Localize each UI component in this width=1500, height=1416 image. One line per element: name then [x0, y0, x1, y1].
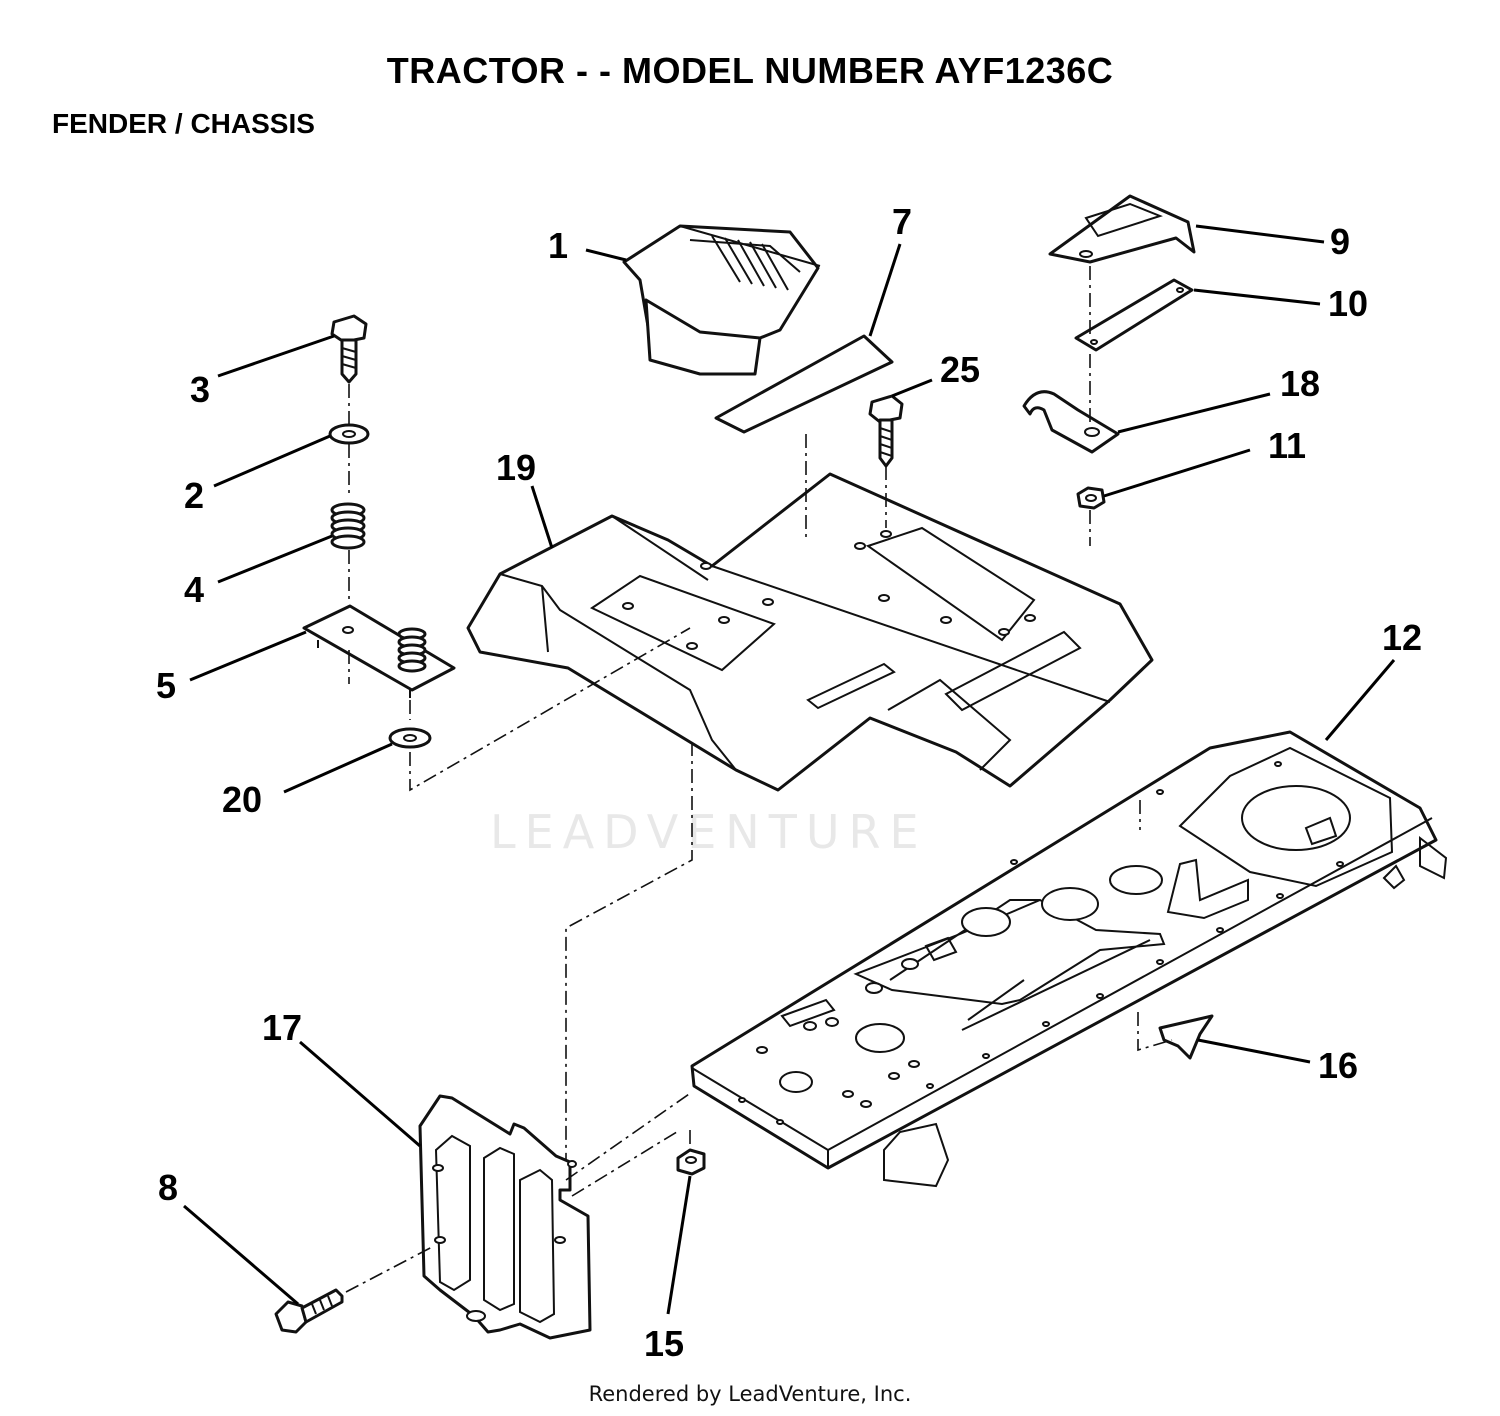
callout-25: 25	[940, 349, 981, 390]
part-8-bolt	[274, 1288, 344, 1334]
part-12-chassis-frame	[690, 730, 1448, 1188]
part-2-washer	[328, 423, 370, 445]
callout-5: 5	[156, 665, 177, 706]
part-7-decal	[714, 334, 894, 434]
callout-18: 18	[1280, 363, 1321, 404]
part-20-washer	[388, 727, 432, 749]
part-25-bolt	[868, 394, 904, 468]
callout-16: 16	[1318, 1045, 1359, 1086]
assembly-lines	[345, 266, 1173, 1293]
part-10-plate	[1074, 278, 1194, 352]
part-17-rear-plate	[418, 1094, 592, 1340]
callout-2: 2	[184, 475, 205, 516]
part-1-storage-bin	[622, 224, 821, 376]
callout-1: 1	[548, 225, 569, 266]
section-title: FENDER / CHASSIS	[52, 108, 315, 139]
callout-19: 19	[496, 447, 537, 488]
part-11-nut	[1076, 486, 1106, 510]
callout-10: 10	[1328, 283, 1369, 324]
part-16-bracket	[1158, 1014, 1214, 1060]
callout-4: 4	[184, 569, 205, 610]
part-5-bracket	[302, 604, 456, 698]
callout-7: 7	[892, 201, 913, 242]
part-4-spring	[330, 502, 366, 550]
callout-8: 8	[158, 1167, 179, 1208]
part-18-clamp	[1022, 390, 1120, 454]
callout-15: 15	[644, 1323, 685, 1364]
callout-12: 12	[1382, 617, 1423, 658]
callout-11: 11	[1268, 425, 1307, 466]
part-15-nut	[676, 1148, 706, 1176]
part-19-fender	[466, 472, 1154, 792]
diagram-title: TRACTOR - - MODEL NUMBER AYF1236C	[386, 50, 1114, 91]
watermark: LEADVENTURE	[490, 805, 928, 859]
callout-17: 17	[262, 1007, 303, 1048]
part-3-bolt	[330, 314, 368, 384]
leader-lines	[183, 224, 1396, 1315]
part-9-cover	[1048, 194, 1196, 264]
callout-3: 3	[190, 369, 211, 410]
footer-credit: Rendered by LeadVenture, Inc.	[588, 1382, 912, 1406]
callout-9: 9	[1330, 221, 1351, 262]
callout-20: 20	[222, 779, 263, 820]
